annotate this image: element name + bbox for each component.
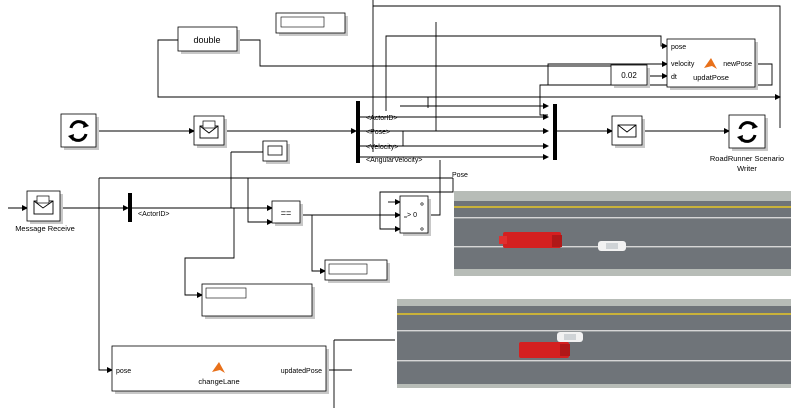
roadrunner-writer-block[interactable]: RoadRunner Scenario Writer — [710, 115, 784, 173]
double-label: double — [193, 35, 220, 45]
bus-selector-top[interactable]: <ActorID> <Pose> <Velocity> <AngularVelo… — [356, 101, 422, 164]
update-pose-block[interactable]: pose velocity dt newPose updatPose — [667, 39, 758, 90]
change-lane-in-pose: pose — [116, 368, 131, 375]
scope-display-block[interactable] — [263, 141, 290, 164]
white-car — [557, 332, 583, 342]
switch-block[interactable]: > 0 — [400, 196, 431, 236]
scenario-thumbnail-top — [454, 191, 791, 276]
display-block-middle[interactable] — [325, 260, 390, 283]
compare-label: == — [281, 208, 292, 218]
dt-constant-block[interactable]: 0.02 — [611, 65, 650, 88]
change-lane-name: changeLane — [198, 377, 239, 386]
update-pose-name: updatPose — [693, 73, 729, 82]
compare-block[interactable]: == — [272, 201, 303, 226]
dt-value: 0.02 — [621, 71, 637, 80]
lane-marking — [454, 206, 791, 208]
bus-port-actorid-2: <ActorID> — [138, 211, 170, 218]
bus-selector-small[interactable]: <ActorID> — [128, 193, 170, 222]
wire-double-out — [237, 40, 612, 66]
signal-label-pose: Pose — [452, 172, 468, 179]
white-car — [598, 241, 626, 251]
scenario-thumbnail-bottom — [397, 299, 791, 388]
switch-label: > 0 — [407, 212, 417, 219]
red-fire-truck — [519, 342, 570, 358]
message-envelope-icon — [200, 121, 218, 138]
message-receive-block-top[interactable] — [194, 116, 227, 148]
writer-label-2: Writer — [737, 164, 757, 173]
bus-port-velocity: <Velocity> — [366, 144, 398, 151]
message-send-block[interactable] — [612, 116, 645, 148]
change-lane-block[interactable]: pose updatedPose changeLane — [112, 346, 329, 394]
message-receive-label: Message Receive — [15, 224, 75, 233]
bus-port-angularvelocity: <AngularVelocity> — [366, 157, 422, 164]
display-block-lower[interactable] — [202, 284, 315, 319]
display-block-top[interactable] — [276, 13, 348, 36]
update-pose-in-pose: pose — [671, 44, 686, 51]
bus-creator-right[interactable] — [553, 104, 557, 160]
data-type-conversion-block[interactable]: double — [178, 27, 240, 54]
update-pose-out-newpose: newPose — [723, 61, 752, 68]
update-pose-in-dt: dt — [671, 74, 677, 81]
message-receive-block[interactable]: Message Receive — [15, 191, 75, 233]
change-lane-out-updatedpose: updatedPose — [281, 368, 322, 375]
roadrunner-reader-block[interactable] — [61, 114, 99, 150]
update-pose-in-velocity: velocity — [671, 61, 695, 68]
red-fire-truck — [499, 232, 562, 248]
scope-display-icon — [268, 146, 282, 155]
bus-port-pose: <Pose> — [366, 129, 390, 136]
bus-port-actorid: <ActorID> — [366, 115, 398, 122]
writer-label-1: RoadRunner Scenario — [710, 154, 784, 163]
